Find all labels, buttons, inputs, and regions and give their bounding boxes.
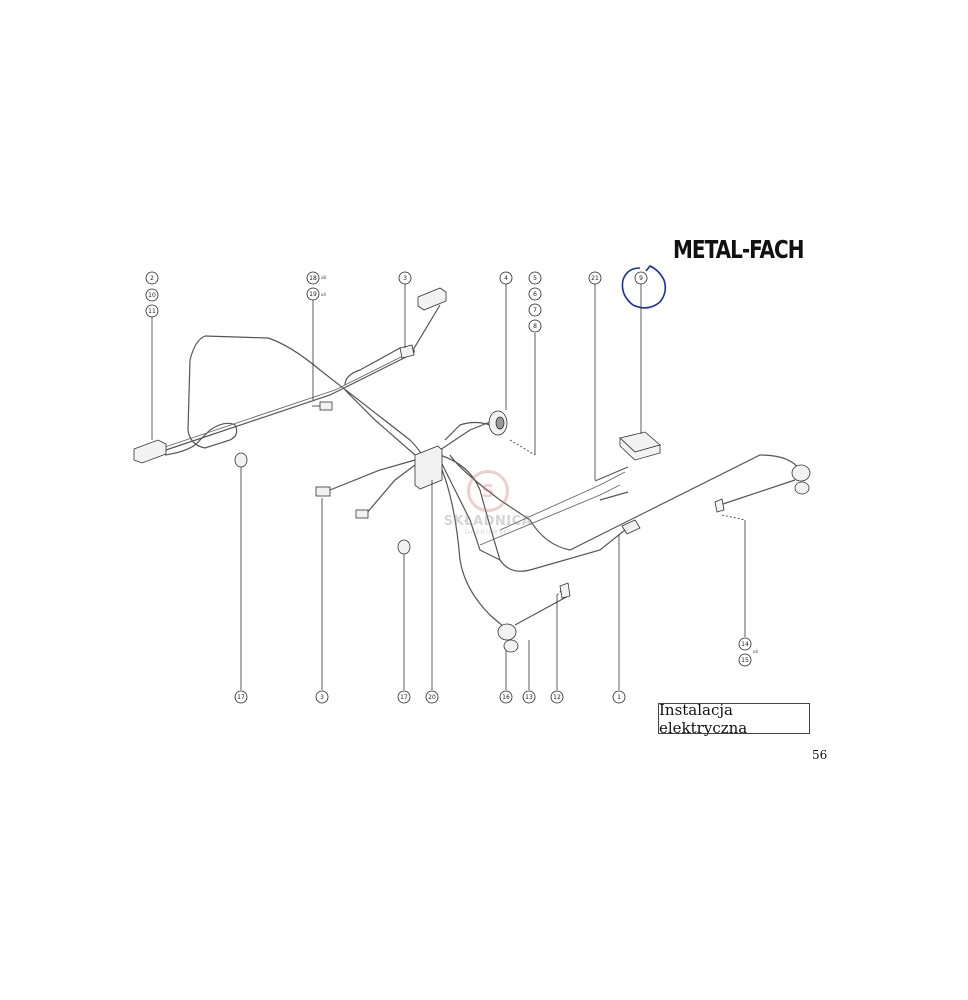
- callout-17-left: 17: [234, 690, 248, 704]
- horn: [488, 410, 508, 436]
- svg-text:3: 3: [320, 694, 324, 701]
- quantity-14: x4: [753, 649, 758, 654]
- svg-text:19: 19: [309, 291, 317, 298]
- plug-left: [315, 486, 331, 497]
- plug-lower: [355, 509, 369, 519]
- callout-7: 7: [528, 303, 542, 317]
- callout-1: 1: [612, 690, 626, 704]
- leader-lines: [151, 284, 746, 690]
- callout-11: 11: [145, 304, 159, 318]
- svg-text:7: 7: [533, 307, 537, 314]
- diagram-caption: Instalacja elektryczna: [658, 701, 810, 737]
- callout-13: 13: [522, 690, 536, 704]
- svg-text:10: 10: [148, 292, 156, 299]
- svg-text:5: 5: [533, 275, 537, 282]
- highlight-circle: [621, 265, 667, 309]
- svg-text:9: 9: [639, 275, 643, 282]
- callout-10: 10: [145, 288, 159, 302]
- watermark-title: SKŁADNICA: [443, 514, 533, 529]
- bracket-top: [399, 344, 415, 359]
- grommet-1: [234, 452, 248, 468]
- svg-text:1: 1: [617, 694, 621, 701]
- svg-text:18: 18: [309, 275, 317, 282]
- callout-2: 2: [145, 271, 159, 285]
- callout-9: 9: [634, 271, 648, 285]
- quantity-18: x8: [321, 275, 326, 280]
- brand-logo: METAL-FACH: [673, 234, 804, 264]
- watermark-emblem: S: [467, 470, 509, 512]
- callout-17-right: 17: [397, 690, 411, 704]
- svg-text:15: 15: [741, 657, 749, 664]
- svg-text:12: 12: [553, 694, 561, 701]
- rods: [594, 466, 629, 501]
- callout-5: 5: [528, 271, 542, 285]
- connector-box-top: [417, 287, 447, 311]
- connector-box-left: [133, 439, 167, 464]
- callout-4: 4: [499, 271, 513, 285]
- junction-box: [414, 445, 443, 490]
- callout-12: 12: [550, 690, 564, 704]
- callout-3-top: 3: [398, 271, 412, 285]
- mounting-plate: [619, 431, 661, 461]
- svg-text:4: 4: [504, 275, 508, 282]
- svg-text:13: 13: [525, 694, 533, 701]
- svg-text:14: 14: [741, 641, 749, 648]
- wiring-harness: [159, 304, 801, 629]
- callout-3-bottom: 3: [315, 690, 329, 704]
- callout-6: 6: [528, 287, 542, 301]
- svg-text:8: 8: [533, 323, 537, 330]
- callout-16: 16: [499, 690, 513, 704]
- page-number: 56: [812, 748, 828, 762]
- svg-text:17: 17: [237, 694, 245, 701]
- callout-14: 14: [738, 637, 752, 651]
- svg-text:16: 16: [502, 694, 510, 701]
- callout-18: 18: [306, 271, 320, 285]
- svg-text:17: 17: [400, 694, 408, 701]
- watermark-subtitle: DĄBROWSKI: [464, 529, 512, 536]
- parts: [133, 287, 811, 653]
- callout-15: 15: [738, 653, 752, 667]
- callout-8: 8: [528, 319, 542, 333]
- svg-text:20: 20: [428, 694, 436, 701]
- grommet-2: [397, 539, 411, 555]
- callout-19: 19: [306, 287, 320, 301]
- svg-text:21: 21: [591, 275, 599, 282]
- svg-text:6: 6: [533, 291, 537, 298]
- lamp-right: [714, 464, 811, 513]
- callout-21: 21: [588, 271, 602, 285]
- quantity-19: x4: [321, 292, 326, 297]
- callout-20: 20: [425, 690, 439, 704]
- plug-upper: [312, 401, 333, 411]
- lamp-left: [497, 582, 571, 653]
- watermark: S SKŁADNICA DĄBROWSKI: [433, 470, 543, 536]
- svg-text:2: 2: [150, 275, 154, 282]
- socket-plug: [621, 519, 641, 535]
- svg-text:3: 3: [403, 275, 407, 282]
- svg-text:11: 11: [148, 308, 156, 315]
